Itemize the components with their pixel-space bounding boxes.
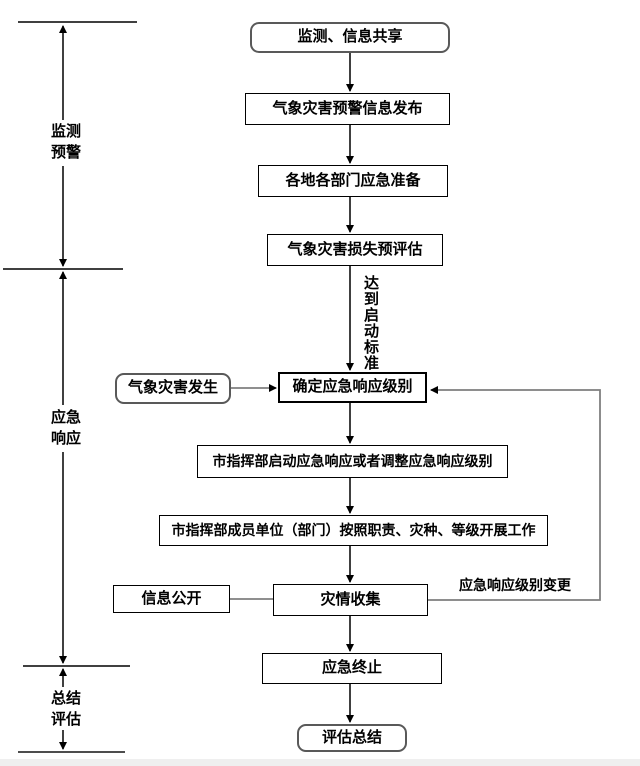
page-bottom-strip	[0, 759, 640, 766]
node-hq-start-adjust: 市指挥部启动应急响应或者调整应急响应级别	[197, 445, 508, 478]
edge-label-reach-standard: 达到启动标准	[362, 275, 379, 371]
arrow-level-change-feedback	[428, 386, 601, 601]
edge-label-level-change: 应急响应级别变更	[459, 577, 571, 593]
node-disaster-occurs: 气象灾害发生	[115, 373, 231, 404]
node-disaster-collection: 灾情收集	[273, 584, 428, 616]
phase-label-monitoring: 监测 预警	[34, 121, 98, 163]
node-determine-level: 确定应急响应级别	[278, 372, 427, 403]
node-warning-release: 气象灾害预警信息发布	[245, 93, 450, 125]
node-loss-preassessment: 气象灾害损失预评估	[267, 234, 443, 266]
phase-label-evaluation: 总结 评估	[34, 688, 98, 730]
node-evaluation-summary: 评估总结	[297, 724, 407, 752]
node-local-preparation: 各地各部门应急准备	[258, 165, 448, 197]
node-info-disclosure: 信息公开	[113, 585, 230, 613]
node-member-units-work: 市指挥部成员单位（部门）按照职责、灾种、等级开展工作	[159, 515, 548, 546]
node-monitor-share: 监测、信息共享	[250, 22, 450, 53]
phase-label-response: 应急 响应	[34, 407, 98, 449]
node-emergency-termination: 应急终止	[262, 653, 442, 684]
